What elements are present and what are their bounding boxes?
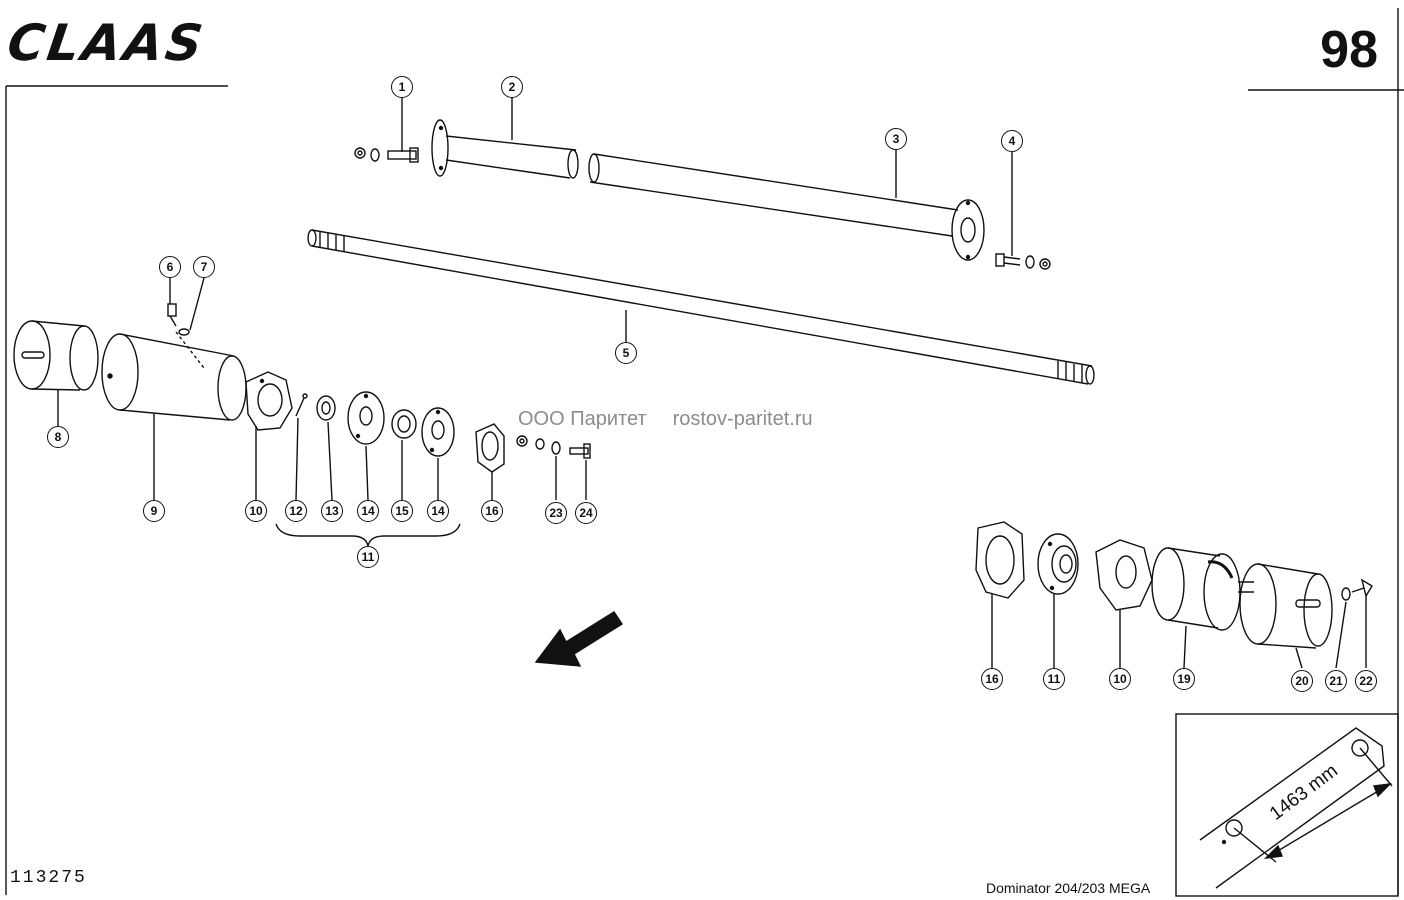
page-number: 98 bbox=[1320, 21, 1378, 79]
callout-15: 15 bbox=[391, 500, 413, 522]
bearing-part-13 bbox=[316, 395, 336, 421]
tube-part-3 bbox=[588, 153, 985, 261]
claas-logo: CLAAS bbox=[3, 14, 210, 72]
callout-5: 5 bbox=[615, 342, 637, 364]
gasket-part-16 bbox=[475, 423, 505, 473]
callout-19: 19 bbox=[1173, 668, 1195, 690]
callout-11: 11 bbox=[357, 546, 379, 568]
bolt-part-1 bbox=[354, 147, 419, 163]
callout-1: 1 bbox=[391, 76, 413, 98]
wing-screw-part-22 bbox=[1351, 578, 1373, 598]
bolt-part-4 bbox=[995, 253, 1051, 270]
callout-14a: 14 bbox=[357, 500, 379, 522]
pin-part-12 bbox=[295, 393, 308, 417]
nut-washer-parts bbox=[516, 435, 561, 455]
callout-6: 6 bbox=[159, 256, 181, 278]
bearing-housing-part-11-right bbox=[1037, 533, 1079, 595]
callout-22: 22 bbox=[1355, 670, 1377, 692]
callout-3: 3 bbox=[885, 128, 907, 150]
bolt-part-24 bbox=[569, 443, 591, 459]
callout-21: 21 bbox=[1325, 670, 1347, 692]
cover-part-19 bbox=[1151, 547, 1241, 631]
dimension-inset bbox=[1175, 713, 1399, 897]
sleeve-part-8 bbox=[13, 320, 99, 391]
sleeve-part-20 bbox=[1238, 563, 1333, 649]
disc-part-14b bbox=[421, 407, 455, 457]
washer-part-7 bbox=[178, 328, 190, 336]
screw-part-6 bbox=[167, 303, 177, 327]
direction-arrow-icon bbox=[534, 611, 623, 667]
callout-14b: 14 bbox=[427, 500, 449, 522]
callout-12: 12 bbox=[285, 500, 307, 522]
watermark: ООО Паритет rostov-paritet.ru bbox=[510, 406, 847, 433]
callout-10-right: 10 bbox=[1109, 668, 1131, 690]
callout-13: 13 bbox=[321, 500, 343, 522]
callout-16: 16 bbox=[481, 500, 503, 522]
callout-24: 24 bbox=[575, 502, 597, 524]
watermark-site: rostov-paritet.ru bbox=[672, 408, 813, 430]
model-label: Dominator 204/203 MEGA bbox=[986, 880, 1151, 896]
gasket-part-16-right bbox=[975, 521, 1025, 599]
disc-part-14a bbox=[347, 391, 385, 445]
callout-16-right: 16 bbox=[981, 668, 1003, 690]
callout-8: 8 bbox=[47, 426, 69, 448]
tube-part-2 bbox=[431, 119, 579, 179]
washer-part-21 bbox=[1341, 587, 1351, 601]
callout-11-right: 11 bbox=[1043, 668, 1065, 690]
callout-20: 20 bbox=[1291, 670, 1313, 692]
callout-10: 10 bbox=[245, 500, 267, 522]
callout-2: 2 bbox=[501, 76, 523, 98]
flange-part-10 bbox=[245, 371, 293, 431]
callout-9: 9 bbox=[143, 500, 165, 522]
shaft-part-5 bbox=[307, 229, 1095, 385]
cover-part-9 bbox=[101, 331, 247, 421]
callout-7: 7 bbox=[193, 256, 215, 278]
callout-23: 23 bbox=[545, 502, 567, 524]
drawing-number: 113275 bbox=[10, 868, 87, 888]
watermark-company: ООО Паритет bbox=[518, 408, 647, 430]
callout-4: 4 bbox=[1001, 130, 1023, 152]
bearing-part-15 bbox=[391, 409, 417, 439]
flange-part-10-right bbox=[1095, 539, 1153, 611]
